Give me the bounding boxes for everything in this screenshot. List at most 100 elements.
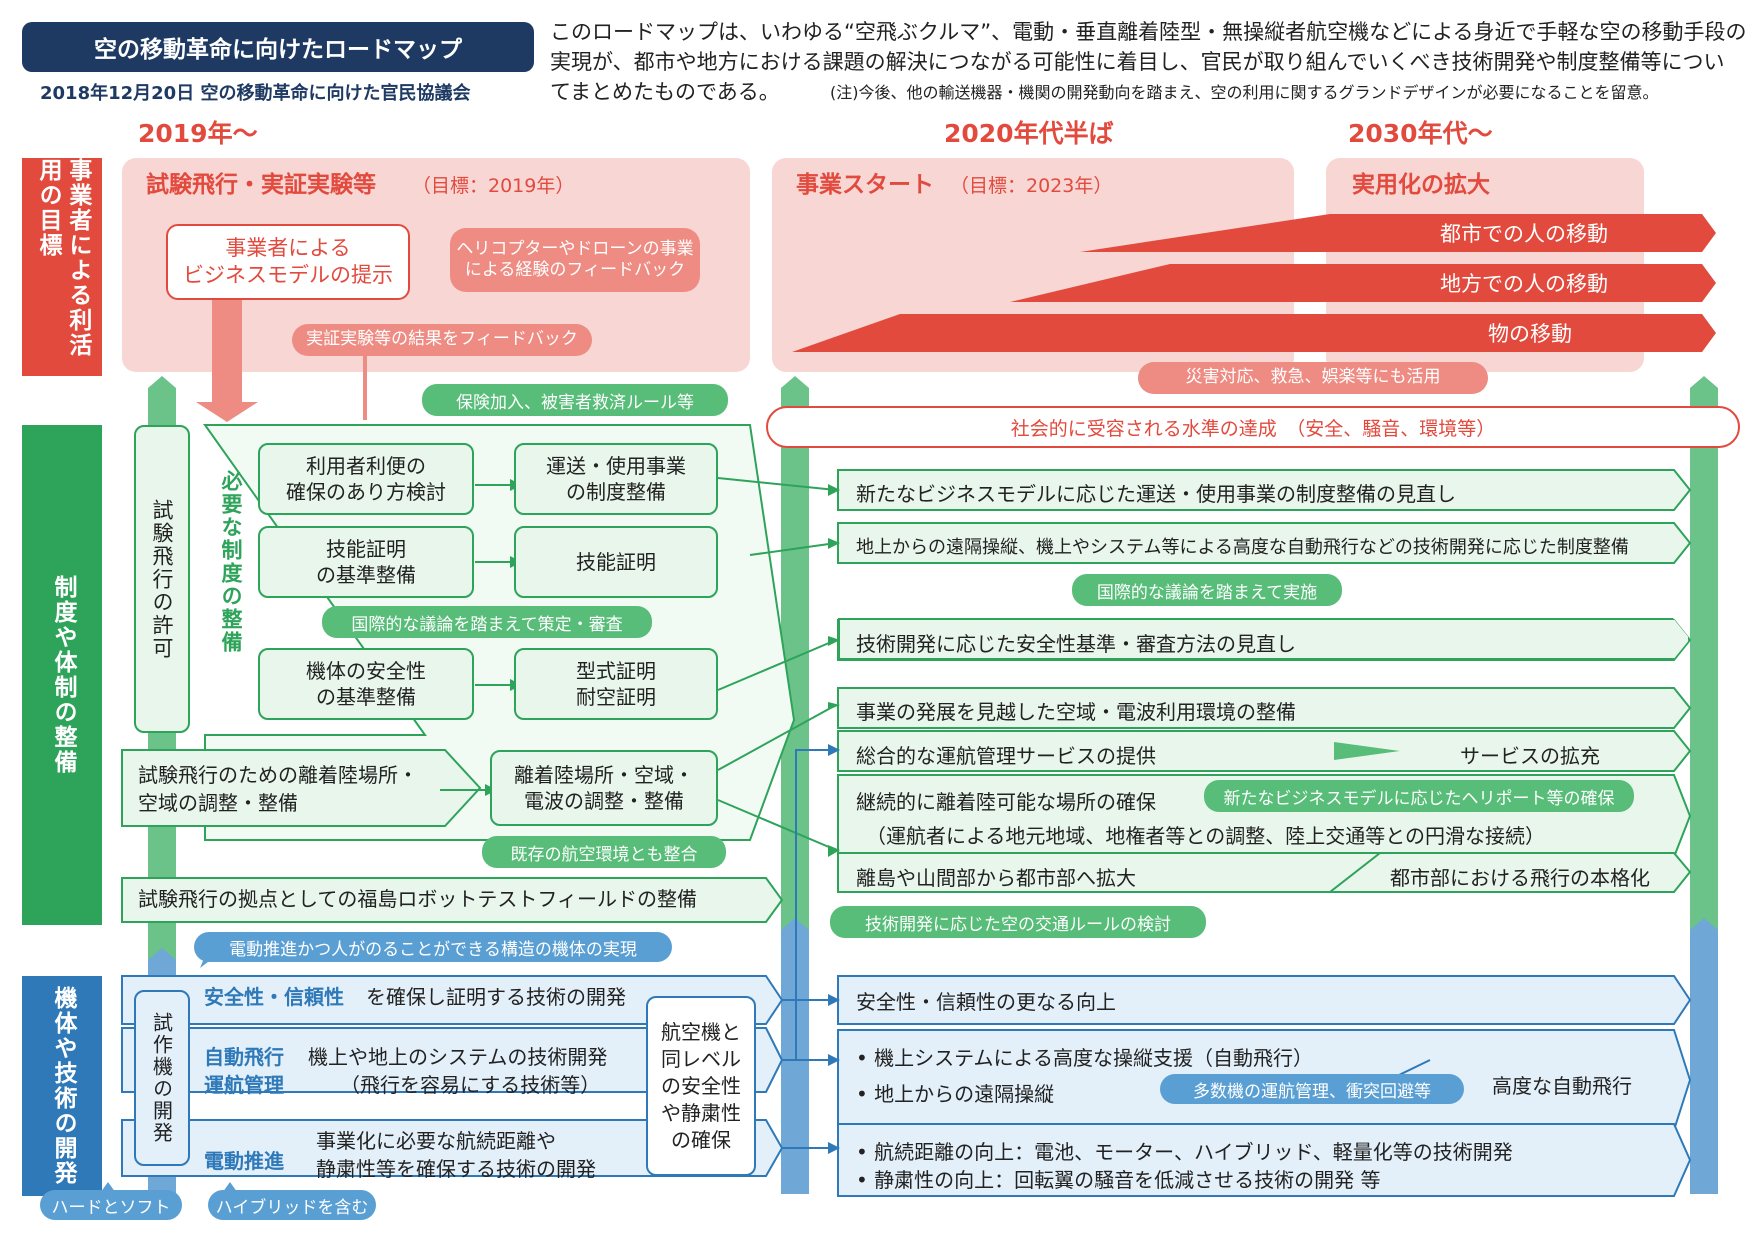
required-label: 必要な制度の整備 [219,470,243,654]
heli-feedback-line-2: による経験のフィードバック [464,260,686,280]
phase-1-title: 試験飛行・実証実験等 [146,172,376,198]
sys-r3-bg [838,618,1690,660]
skill-box: 技能証明 [514,526,718,598]
sys-r3: 技術開発に応じた安全性基準・審査方法の見直し [856,632,1296,656]
phase-3-title: 実用化の拡大 [1352,172,1490,198]
sys-r6b: （運航者による地元地域、地権者等との調整、陸上交通等との円滑な接続） [866,824,1545,848]
page-title: 空の移動革命に向けたロードマップ [22,22,534,72]
fukushima-label: 試験飛行の拠点としての福島ロボットテストフィールドの整備 [138,887,697,911]
tech-row2-bold-2: 運航管理 [204,1073,284,1097]
phase-2-title: 事業スタート [796,172,934,198]
tech-row2-bold-1: 自動飛行 [204,1045,284,1069]
aircraft-level-4: や静粛性 [661,1100,741,1125]
biz-model-line-2: ビジネスモデルの提示 [183,263,393,287]
timeline-2020s: 2020年代半ば [944,119,1114,148]
wedge-goods-label: 物の移動 [1488,322,1572,346]
transport-line-1: 運送・使用事業 [546,454,686,478]
safety-std-line-2: の基準整備 [316,685,416,709]
user-box: 利用者利便の 確保のあり方検討 [258,443,474,515]
tech-row1-text: を確保し証明する技術の開発 [366,985,626,1009]
acceptance-bar: 社会的に受容される水準の達成 （安全、騒音、環境等） [766,406,1740,448]
wedge-urban [1080,214,1716,252]
tech-r3a: • 航続距離の向上：電池、モーター、ハイブリッド、軽量化等の技術開発 [856,1140,1513,1164]
timeline-2019: 2019年～ [138,119,258,148]
tech-r2c: 高度な自動飛行 [1492,1074,1632,1098]
skill-std-line-1: 技能証明 [326,537,406,561]
tech-r2a: • 機上システムによる高度な操縦支援（自動飛行） [856,1046,1313,1070]
feedback-down-arrow [196,298,258,422]
skill-std-line-2: の基準整備 [316,563,416,587]
sys-r4: 事業の発展を見越した空域・電波利用環境の整備 [856,700,1296,724]
sys-r2: 地上からの遠隔操縦、機上やシステム等による高度な自動飛行などの技術開発に応じた制… [856,537,1629,558]
sys-r7a: 離島や山間部から都市部へ拡大 [856,866,1136,890]
hard-soft-pill: ハードとソフト [40,1190,182,1220]
aircraft-level-2: 同レベル [661,1046,741,1071]
traffic-pill: 技術開発に応じた空の交通ルールの検討 [830,906,1206,938]
tech-row3-text-1: 事業化に必要な航続距離や [316,1129,556,1153]
hybrid-pill: ハイブリッドを含む [208,1190,376,1220]
description-line-1: このロードマップは、いわゆる“空飛ぶクルマ”、電動・垂直離着陸型・無操縦者航空機… [550,20,1747,44]
tech-row3-bold: 電動推進 [204,1149,284,1173]
test-site-line-1: 試験飛行のための離着陸場所・ [138,763,418,787]
phase-1-goal: （目標：2019年） [412,175,575,197]
timeline-bar-3 [1690,376,1718,930]
phase-2-goal: （目標：2023年） [950,175,1113,197]
safety-std-line-1: 機体の安全性 [306,659,426,683]
tech-r3b: • 静粛性の向上：回転翼の騒音を低減させる技術の開発 等 [856,1168,1381,1192]
tech-row2-text-2: （飛行を容易にする技術等） [340,1073,601,1097]
sys-r5b: サービスの拡充 [1460,744,1600,768]
type-cert-line-1: 型式証明 [576,659,656,683]
airspace-line-2: 電波の調整・整備 [524,789,684,813]
electric-pill: 電動推進かつ人がのることができる構造の機体の実現 [194,932,672,962]
wedge-rural-label: 地方での人の移動 [1440,272,1608,296]
timeline-2030s: 2030年代～ [1348,119,1493,148]
aircraft-level-5: の確保 [671,1127,731,1152]
transport-line-2: の制度整備 [566,480,666,504]
wedge-goods [792,314,1716,352]
demo-feedback-pill: 実証実験等の結果をフィードバック [292,324,592,356]
page-subtitle: 2018年12月20日 空の移動革命に向けた官民協議会 [40,83,471,104]
aircraft-level-3: の安全性 [661,1073,741,1098]
timeline-bar-2 [781,376,809,930]
insurance-pill: 保険加入、被害者救済ルール等 [422,384,728,416]
type-cert-line-2: 耐空証明 [576,685,656,709]
flight-permit-box: 試験飛行の許可 [134,425,190,733]
disaster-pill: 災害対応、救急、娯楽等にも活用 [1138,362,1488,394]
category-business: 事業者による利活用の目標 [22,158,102,376]
sys-r6-pill: 新たなビジネスモデルに応じたヘリポート等の確保 [1204,780,1634,812]
sys-r6a: 継続的に離着陸可能な場所の確保 [856,790,1156,814]
airspace-box: 離着陸場所・空域・ 電波の調整・整備 [490,750,718,826]
header-note: (注)今後、他の輸送機器・機関の開発動向を踏まえ、空の利用に関するグランドデザイ… [830,83,1659,102]
transport-box: 運送・使用事業 の制度整備 [514,443,718,515]
heli-feedback-pill: ヘリコプターやドローンの事業 による経験のフィードバック [450,228,700,292]
skill-std-box: 技能証明 の基準整備 [258,526,474,598]
description-line-2: 実現が、都市や地方における課題の解決につながる可能性に着目し、官民が取り組んでい… [550,50,1725,74]
intl-pill: 国際的な議論を踏まえて策定・審査 [322,606,652,638]
tech-row2-text-1: 機上や地上のシステムの技術開発 [308,1045,608,1069]
biz-model-box: 事業者による ビジネスモデルの提示 [166,224,410,300]
user-line-2: 確保のあり方検討 [286,480,446,504]
wedge-rural [1010,264,1716,302]
wedge-urban-label: 都市での人の移動 [1440,222,1608,246]
safety-std-box: 機体の安全性 の基準整備 [258,648,474,720]
prototype-box: 試作機の開発 [134,990,190,1166]
airspace-line-1: 離着陸場所・空域・ [514,763,694,787]
heli-feedback-line-1: ヘリコプターやドローンの事業 [456,238,694,259]
phase-1-bg [122,158,750,372]
sys-r5a: 総合的な運航管理サービスの提供 [856,744,1156,768]
description-line-3: てまとめたものである。 [550,80,780,104]
aircraft-level-box: 航空機と 同レベル の安全性 や静粛性 の確保 [646,996,756,1176]
type-cert-box: 型式証明 耐空証明 [514,648,718,720]
category-system: 制度や体制の整備 [22,425,102,925]
tech-r2-pill: 多数機の運航管理、衝突回避等 [1160,1074,1464,1104]
biz-model-line-1: 事業者による [225,235,351,260]
timeline-bar-3-blue [1690,918,1718,1194]
tech-r2b: • 地上からの遠隔操縦 [856,1082,1055,1106]
test-site-line-2: 空域の調整・整備 [138,791,298,815]
existing-pill: 既存の航空環境とも整合 [482,836,726,868]
sys-r1: 新たなビジネスモデルに応じた運送・使用事業の制度整備の見直し [856,482,1456,506]
tech-r1: 安全性・信頼性の更なる向上 [856,990,1116,1014]
category-tech: 機体や技術の開発 [22,976,102,1196]
sys-r7b: 都市部における飛行の本格化 [1390,866,1650,890]
user-line-1: 利用者利便の [306,454,426,478]
